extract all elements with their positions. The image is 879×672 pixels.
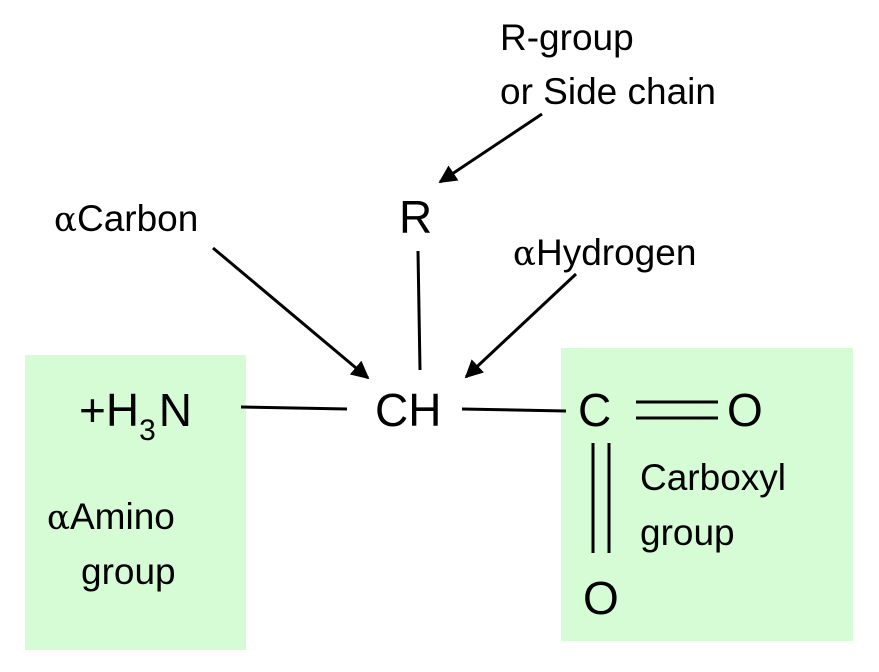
alpha-symbol: α [47, 498, 70, 538]
carboxyl-oxygen-bottom: O [583, 572, 619, 624]
amino-group-box [25, 355, 246, 650]
amino-n: N [158, 384, 193, 436]
alpha-carbon-text: Carbon [76, 198, 199, 239]
r-atom: R [399, 191, 433, 243]
alpha-amino-label-line1: αAmino [47, 498, 175, 535]
amino-plus-h: +H [79, 384, 140, 436]
arrow-alpha-carbon [212, 246, 370, 380]
alpha-carbon-ch: CH [375, 384, 442, 436]
bond-ch-c [461, 407, 567, 413]
amino-subscript-3: 3 [139, 414, 156, 447]
r-group-label-line2: or Side chain [500, 71, 716, 112]
carboxyl-label-line2: group [640, 512, 735, 553]
carboxyl-carbon: C [578, 384, 612, 436]
r-group-label-line1: R-group [500, 17, 634, 58]
alpha-amino-text: Amino [69, 496, 175, 537]
alpha-symbol: α [54, 200, 77, 240]
bond-ch-r [416, 250, 422, 371]
amino-nh3-formula: +H3N [79, 384, 193, 446]
alpha-carbon-label: αCarbon [54, 200, 198, 237]
alpha-hydrogen-text: Hydrogen [535, 232, 697, 273]
alpha-amino-label-line2: group [81, 551, 176, 592]
carboxyl-label-line1: Carboxyl [640, 457, 786, 498]
arrow-alpha-hydrogen [464, 272, 578, 379]
arrow-r-group [438, 112, 543, 184]
bond-n-ch [240, 405, 348, 411]
carboxyl-oxygen-right: O [727, 384, 763, 436]
alpha-hydrogen-label: αHydrogen [513, 234, 696, 271]
alpha-symbol: α [513, 234, 536, 274]
